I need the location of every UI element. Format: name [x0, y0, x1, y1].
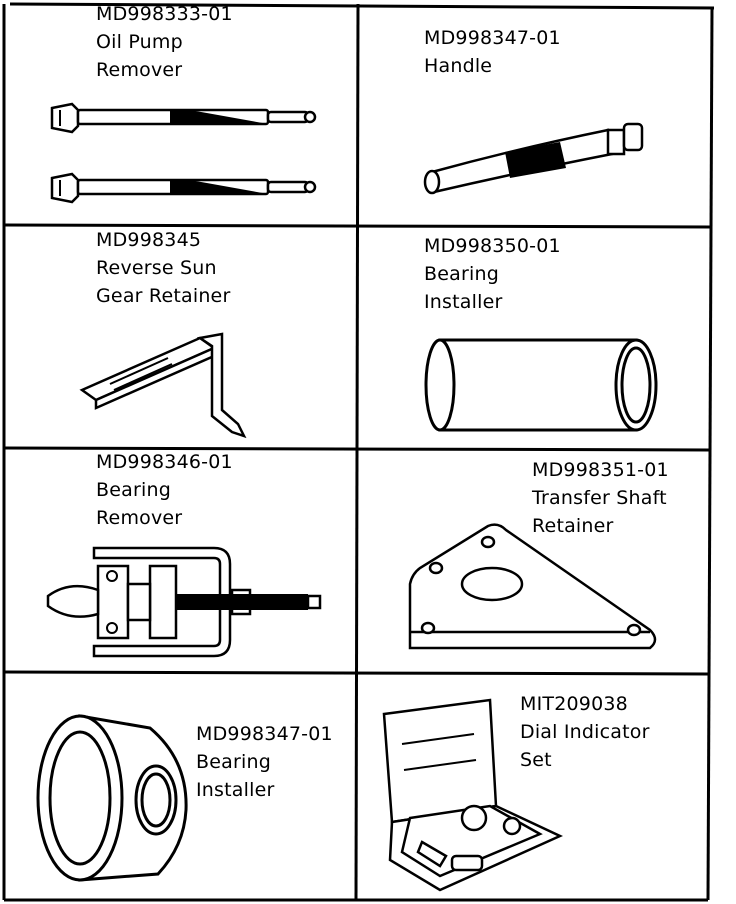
tool-name-line: Remover — [96, 59, 183, 81]
tool-label: MD998347-01 Handle — [424, 24, 561, 80]
tool-name-line: Gear Retainer — [96, 285, 231, 307]
part-number: MIT209038 — [520, 693, 628, 715]
tool-label: MD998347-01 Bearing Installer — [196, 720, 333, 804]
tool-label: MD998345 Reverse Sun Gear Retainer — [96, 226, 230, 310]
part-number: MD998347-01 — [424, 27, 561, 49]
tool-name-line: Dial Indicator — [520, 721, 650, 743]
tool-name-line: Bearing — [424, 263, 499, 285]
tool-name-line: Set — [520, 749, 552, 771]
tool-name-line: Handle — [424, 55, 493, 77]
tool-label: MIT209038 Dial Indicator Set — [520, 690, 650, 774]
part-number: MD998350-01 — [424, 235, 561, 257]
tool-name-line: Remover — [96, 507, 183, 529]
tool-name-line: Reverse Sun — [96, 257, 217, 279]
part-number: MD998345 — [96, 229, 202, 251]
tool-label: MD998333-01 Oil Pump Remover — [96, 0, 233, 84]
tool-label: MD998351-01 Transfer Shaft Retainer — [532, 456, 669, 540]
tool-name-line: Bearing — [196, 751, 271, 773]
tool-name-line: Oil Pump — [96, 31, 183, 53]
tool-label: MD998346-01 Bearing Remover — [96, 448, 233, 532]
tool-name-line: Bearing — [96, 479, 171, 501]
tool-name-line: Installer — [196, 779, 275, 801]
tool-name-line: Installer — [424, 291, 503, 313]
tool-name-line: Transfer Shaft — [532, 487, 667, 509]
part-number: MD998346-01 — [96, 451, 233, 473]
part-number: MD998347-01 — [196, 723, 333, 745]
part-number: MD998333-01 — [96, 3, 233, 25]
tool-label: MD998350-01 Bearing Installer — [424, 232, 561, 316]
part-number: MD998351-01 — [532, 459, 669, 481]
tool-name-line: Retainer — [532, 515, 614, 537]
